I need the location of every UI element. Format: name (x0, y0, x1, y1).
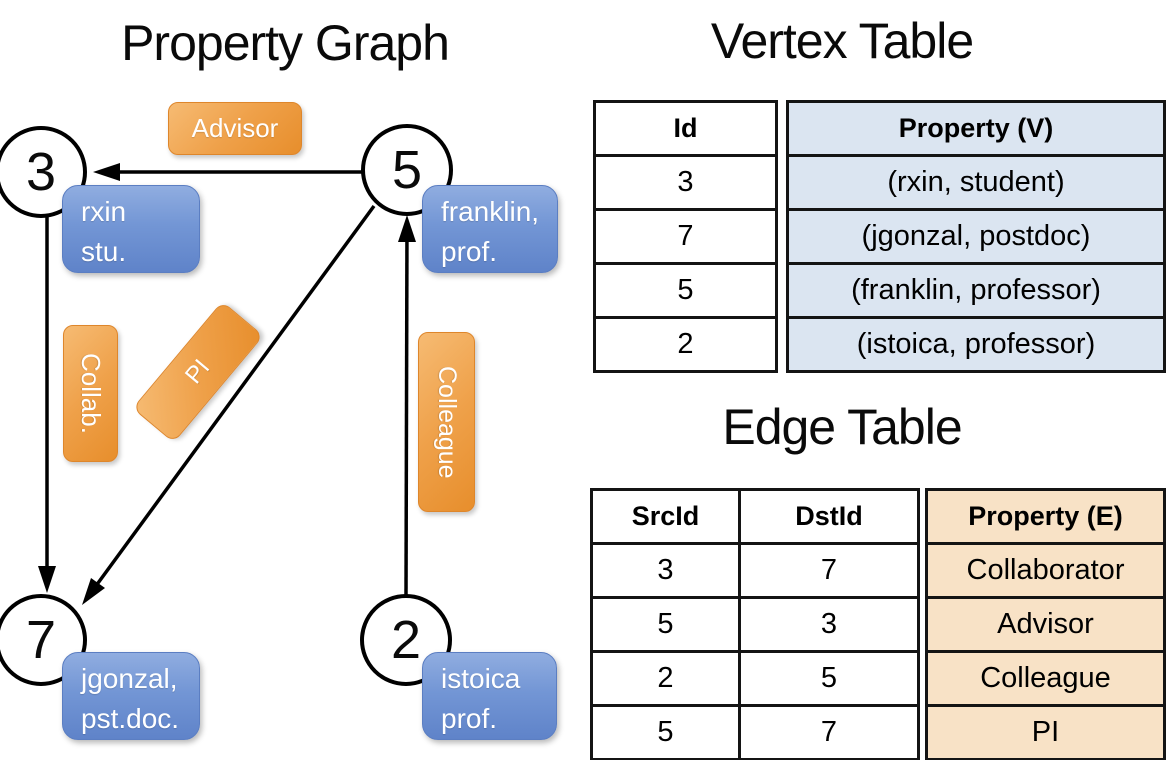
edge-5-to-3 (93, 163, 362, 181)
vertex-node-5: 5 (361, 124, 453, 216)
edge-table-src-dst-columns: SrcId DstId 3 7 5 3 2 5 5 7 (590, 488, 920, 760)
edge-property-cell: Colleague (925, 650, 1166, 707)
edge-src-cell: 5 (590, 704, 741, 760)
vertex-property-cell: (franklin, professor) (786, 262, 1166, 319)
vertex-table-title: Vertex Table (710, 13, 974, 69)
arrowhead-down-icon (38, 566, 56, 593)
edge-table-property-column: Property (E) Collaborator Advisor Collea… (925, 488, 1166, 760)
edge-label-advisor: Advisor (168, 102, 302, 155)
vertex-table-property-header: Property (V) (786, 100, 1166, 157)
edge-table-property-header: Property (E) (925, 488, 1166, 545)
vertex-id-cell: 7 (593, 208, 778, 265)
arrowhead-up-icon (398, 215, 416, 242)
vertex-property-line: franklin, (441, 196, 540, 227)
vertex-property-line: stu. (81, 236, 127, 267)
edge-label-collab: Collab. (63, 325, 118, 462)
vertex-property-line: istoica (441, 663, 521, 694)
vertex-property-line: rxin (81, 196, 127, 227)
vertex-property-cell: (rxin, student) (786, 154, 1166, 211)
vertex-property-label-7: jgonzal, pst.doc. (62, 652, 200, 740)
vertex-property-line: prof. (441, 703, 498, 734)
vertex-table-id-column: Id 3 7 5 2 (593, 100, 778, 373)
arrowhead-left-icon (93, 163, 120, 181)
vertex-property-line: pst.doc. (81, 703, 180, 734)
vertex-table-id-header: Id (593, 100, 778, 157)
edge-src-cell: 5 (590, 596, 741, 653)
vertex-property-line: jgonzal, (81, 663, 178, 694)
vertex-table-property-column: Property (V) (rxin, student) (jgonzal, p… (786, 100, 1166, 373)
edge-dst-cell: 7 (738, 542, 920, 599)
vertex-id-cell: 2 (593, 316, 778, 373)
edge-dst-cell: 5 (738, 650, 920, 707)
edge-table-title: Edge Table (722, 399, 962, 455)
edge-label-colleague: Colleague (418, 332, 475, 512)
vertex-property-label-3: rxin stu. (62, 185, 200, 273)
edge-property-cell: PI (925, 704, 1166, 760)
edge-3-to-7 (38, 216, 56, 593)
edge-property-cell: Advisor (925, 596, 1166, 653)
vertex-property-cell: (istoica, professor) (786, 316, 1166, 373)
vertex-property-label-2: istoica prof. (422, 652, 557, 740)
edge-dst-cell: 7 (738, 704, 920, 760)
edge-src-cell: 3 (590, 542, 741, 599)
edge-2-to-5 (398, 215, 416, 596)
edge-table-dst-header: DstId (738, 488, 920, 545)
edge-src-cell: 2 (590, 650, 741, 707)
edge-table-src-header: SrcId (590, 488, 741, 545)
property-graph-title: Property Graph (121, 15, 450, 71)
arrowhead-diagonal-icon (82, 578, 105, 605)
vertex-property-line: prof. (441, 236, 498, 267)
vertex-node-2: 2 (360, 594, 452, 686)
graph-edges (38, 163, 416, 605)
vertex-id-cell: 5 (593, 262, 778, 319)
edge-dst-cell: 3 (738, 596, 920, 653)
edge-property-cell: Collaborator (925, 542, 1166, 599)
vertex-id-cell: 3 (593, 154, 778, 211)
vertex-property-cell: (jgonzal, postdoc) (786, 208, 1166, 265)
vertex-property-label-5: franklin, prof. (422, 185, 558, 273)
edge-5-to-7 (82, 204, 376, 605)
